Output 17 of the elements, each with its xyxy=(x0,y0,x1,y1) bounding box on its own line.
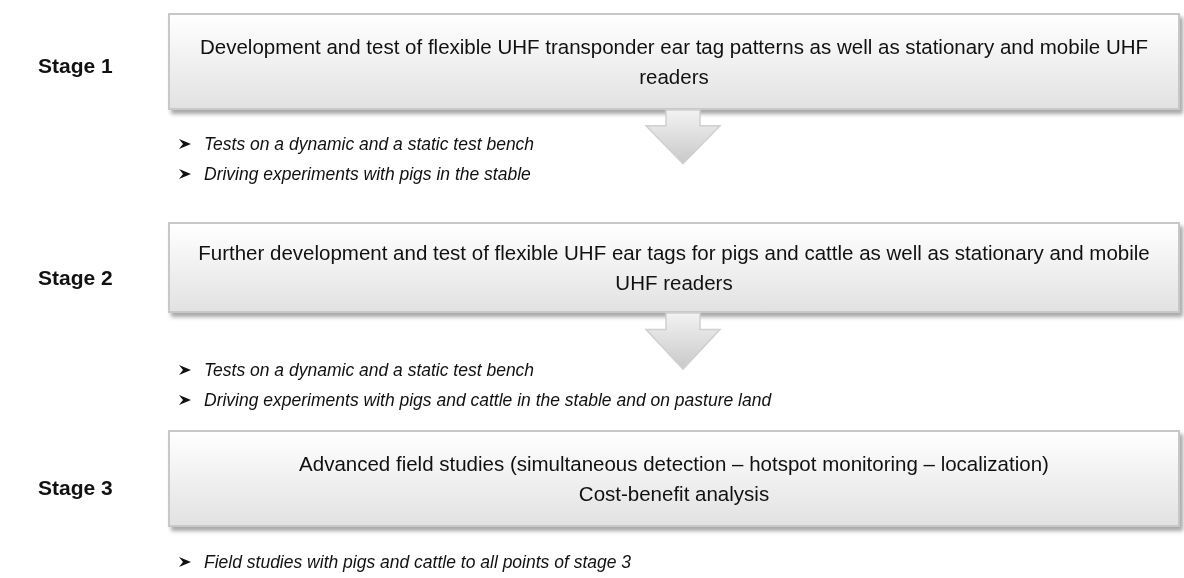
bullet-text: Tests on a dynamic and a static test bench xyxy=(204,359,535,382)
stage-label: Stage 1 xyxy=(38,53,113,79)
bullet-text: Driving experiments with pigs in the stable xyxy=(204,163,531,186)
stage-label: Stage 3 xyxy=(38,475,113,501)
box-text: Further development and test of flexible UHF ear tags for pigs and cattle as well as stationary and mobile UHF readers xyxy=(197,239,1151,296)
block-arrow xyxy=(644,109,722,165)
box-text: Cost-benefit analysis xyxy=(578,480,770,507)
bullet-text: Tests on a dynamic and a static test bench xyxy=(204,133,535,156)
bullet-text: Driving experiments with pigs and cattle in the stable and on pasture land xyxy=(204,389,772,412)
box-text: Advanced field studies (simultaneous detection – hotspot monitoring – localization) xyxy=(299,450,1049,477)
stage-box xyxy=(168,222,1180,313)
block-arrow xyxy=(644,312,722,371)
stage-label: Stage 2 xyxy=(38,265,113,291)
stage-box xyxy=(168,430,1180,527)
stage-box xyxy=(168,13,1180,110)
bullet-text: Field studies with pigs and cattle to all points of stage 3 xyxy=(204,551,632,574)
box-text: Development and test of flexible UHF transponder ear tag patterns as well as stationary and mobile UHF readers xyxy=(199,33,1149,90)
